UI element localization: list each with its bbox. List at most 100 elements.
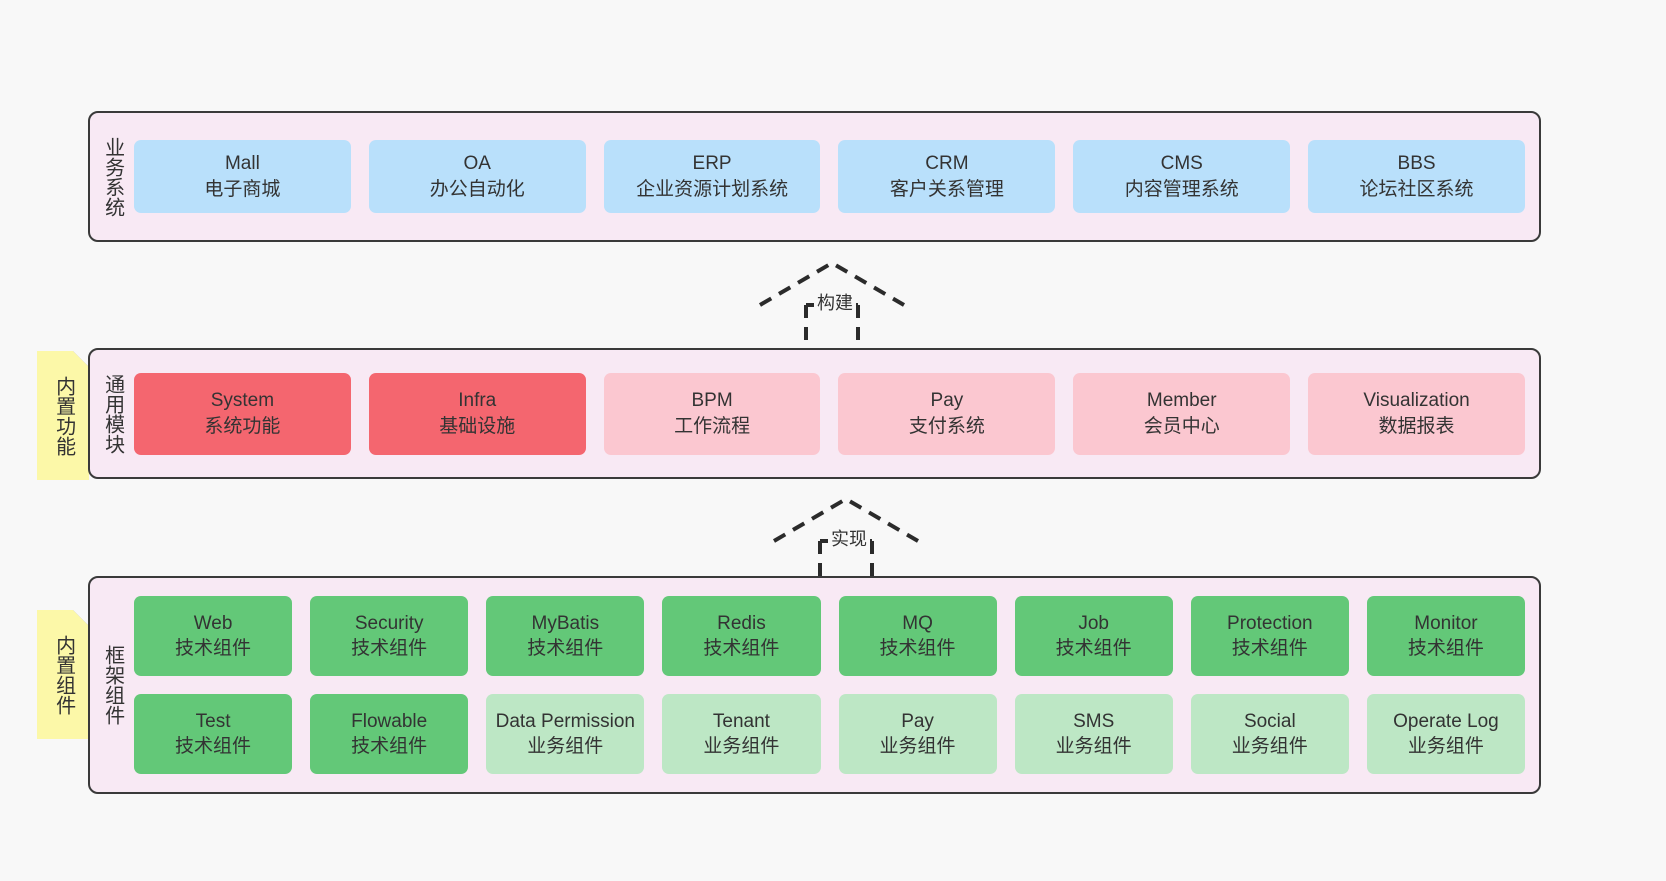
node-mq-en: MQ <box>902 612 933 634</box>
layer-framework-components-title: 框架组件 <box>101 645 124 725</box>
node-security[interactable]: Security 技术组件 <box>310 596 469 676</box>
node-erp-cn: 企业资源计划系统 <box>636 178 789 200</box>
node-bbs-cn: 论坛社区系统 <box>1359 178 1474 200</box>
layer-common-modules-body: System 系统功能 Infra 基础设施 BPM 工作流程 Pay 支付系统… <box>134 350 1539 477</box>
node-mybatis-cn: 技术组件 <box>527 638 604 659</box>
node-pay-module-en: Pay <box>930 390 964 412</box>
connector-build-label: 构建 <box>814 293 856 313</box>
node-system-en: System <box>210 390 275 412</box>
node-infra[interactable]: Infra 基础设施 <box>368 372 586 455</box>
node-monitor[interactable]: Monitor 技术组件 <box>1366 596 1525 676</box>
node-monitor-en: Monitor <box>1414 612 1478 634</box>
node-data-permission[interactable]: Data Permission 业务组件 <box>486 694 645 774</box>
node-oa[interactable]: OA 办公自动化 <box>368 140 586 213</box>
note-builtin-features: 内置功能 <box>37 351 89 480</box>
layer-business-systems: 业务系统 Mall 电子商城 OA 办公自动化 ERP 企业资源计划系统 CRM… <box>88 111 1541 242</box>
node-pay-component[interactable]: Pay 业务组件 <box>838 694 997 774</box>
node-visualization[interactable]: Visualization 数据报表 <box>1308 372 1525 455</box>
note-builtin-components-label: 内置组件 <box>52 634 75 715</box>
node-mybatis[interactable]: MyBatis 技术组件 <box>486 596 645 676</box>
layer-common-modules-title: 通用模块 <box>101 373 124 454</box>
note-builtin-components: 内置组件 <box>37 610 89 739</box>
node-pay-component-cn: 业务组件 <box>879 736 956 757</box>
connector-implement-label: 实现 <box>828 529 870 549</box>
node-pay-module-cn: 支付系统 <box>908 415 985 437</box>
node-social-cn: 业务组件 <box>1231 736 1308 757</box>
node-social-en: Social <box>1243 710 1296 732</box>
node-redis-en: Redis <box>717 612 766 634</box>
node-member-cn: 会员中心 <box>1143 415 1220 437</box>
node-web-cn: 技术组件 <box>175 638 252 659</box>
node-job-en: Job <box>1078 612 1109 634</box>
node-bpm[interactable]: BPM 工作流程 <box>603 372 821 455</box>
connector-build: 构建 <box>752 255 912 345</box>
node-security-en: Security <box>354 612 424 634</box>
node-erp-en: ERP <box>692 153 732 175</box>
layer-common-modules: 通用模块 System 系统功能 Infra 基础设施 BPM 工作流程 Pay… <box>88 348 1541 479</box>
node-oa-en: OA <box>463 153 491 175</box>
node-bpm-cn: 工作流程 <box>674 415 751 437</box>
node-data-permission-cn: 业务组件 <box>527 736 604 757</box>
note-fold-icon <box>73 610 89 626</box>
node-mq-cn: 技术组件 <box>879 638 956 659</box>
node-tenant[interactable]: Tenant 业务组件 <box>662 694 821 774</box>
node-test[interactable]: Test 技术组件 <box>134 694 293 774</box>
node-cms-cn: 内容管理系统 <box>1124 178 1239 200</box>
node-monitor-cn: 技术组件 <box>1407 638 1484 659</box>
node-redis[interactable]: Redis 技术组件 <box>662 596 821 676</box>
node-mall-en: Mall <box>224 153 260 175</box>
node-data-permission-en: Data Permission <box>495 710 635 732</box>
layer-framework-components: 框架组件 Web 技术组件 Security 技术组件 MyBatis 技术组件… <box>88 576 1541 794</box>
node-operate-log[interactable]: Operate Log 业务组件 <box>1366 694 1525 774</box>
node-sms-en: SMS <box>1073 710 1115 732</box>
node-tenant-cn: 业务组件 <box>703 736 780 757</box>
node-sms-cn: 业务组件 <box>1055 736 1132 757</box>
node-test-en: Test <box>195 710 231 732</box>
node-bbs-en: BBS <box>1397 153 1436 175</box>
node-tenant-en: Tenant <box>712 710 770 732</box>
node-member[interactable]: Member 会员中心 <box>1073 372 1291 455</box>
node-sms[interactable]: SMS 业务组件 <box>1014 694 1173 774</box>
node-protection-cn: 技术组件 <box>1231 638 1308 659</box>
node-system[interactable]: System 系统功能 <box>134 372 351 455</box>
node-oa-cn: 办公自动化 <box>429 178 525 200</box>
layer-business-systems-body: Mall 电子商城 OA 办公自动化 ERP 企业资源计划系统 CRM 客户关系… <box>134 113 1539 240</box>
node-bbs[interactable]: BBS 论坛社区系统 <box>1308 140 1525 213</box>
note-fold-icon <box>73 351 89 367</box>
node-web[interactable]: Web 技术组件 <box>134 596 293 676</box>
common-node-row: System 系统功能 Infra 基础设施 BPM 工作流程 Pay 支付系统… <box>134 372 1525 455</box>
layer-framework-components-body: Web 技术组件 Security 技术组件 MyBatis 技术组件 Redi… <box>134 578 1539 792</box>
node-infra-cn: 基础设施 <box>439 415 516 437</box>
node-flowable-cn: 技术组件 <box>351 736 428 757</box>
node-pay-component-en: Pay <box>901 710 934 732</box>
node-crm[interactable]: CRM 客户关系管理 <box>838 140 1056 213</box>
node-cms-en: CMS <box>1160 153 1203 175</box>
note-builtin-features-label: 内置功能 <box>52 375 75 456</box>
node-mall[interactable]: Mall 电子商城 <box>134 140 351 213</box>
node-member-en: Member <box>1146 390 1217 412</box>
node-system-cn: 系统功能 <box>204 415 281 437</box>
node-flowable[interactable]: Flowable 技术组件 <box>310 694 469 774</box>
node-flowable-en: Flowable <box>351 710 428 732</box>
node-operate-log-cn: 业务组件 <box>1407 736 1484 757</box>
node-social[interactable]: Social 业务组件 <box>1190 694 1349 774</box>
node-mybatis-en: MyBatis <box>531 612 600 634</box>
node-crm-cn: 客户关系管理 <box>889 178 1004 200</box>
framework-business-row: Test 技术组件 Flowable 技术组件 Data Permission … <box>134 694 1525 774</box>
node-infra-en: Infra <box>458 390 497 412</box>
node-erp[interactable]: ERP 企业资源计划系统 <box>603 140 821 213</box>
node-operate-log-en: Operate Log <box>1393 710 1499 732</box>
node-pay-module[interactable]: Pay 支付系统 <box>838 372 1056 455</box>
node-protection[interactable]: Protection 技术组件 <box>1190 596 1349 676</box>
node-visualization-en: Visualization <box>1363 390 1470 412</box>
node-protection-en: Protection <box>1227 612 1313 634</box>
node-test-cn: 技术组件 <box>175 736 252 757</box>
node-job[interactable]: Job 技术组件 <box>1014 596 1173 676</box>
connector-implement: 实现 <box>766 491 926 581</box>
node-mq[interactable]: MQ 技术组件 <box>838 596 997 676</box>
layer-business-systems-title: 业务系统 <box>101 136 124 217</box>
node-job-cn: 技术组件 <box>1055 638 1132 659</box>
node-cms[interactable]: CMS 内容管理系统 <box>1073 140 1291 213</box>
node-bpm-en: BPM <box>691 390 733 412</box>
